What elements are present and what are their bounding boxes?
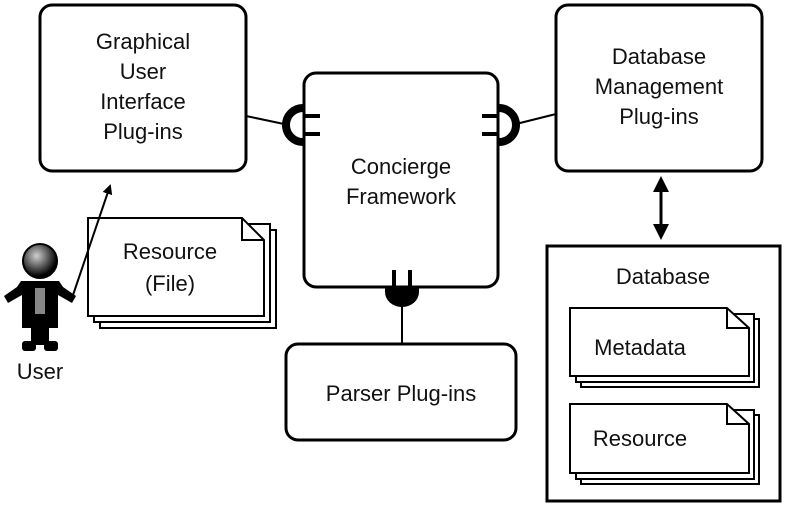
dbm-label-line-3: Plug-ins	[619, 104, 698, 129]
gui-label-line-2: User	[120, 59, 166, 84]
left-socket-icon	[282, 104, 320, 146]
gui-connector-line	[245, 115, 285, 125]
dbm-label-line-2: Management	[595, 74, 723, 99]
gui-label-line-4: Plug-ins	[103, 119, 182, 144]
resource-document-stack: Resource	[569, 403, 760, 485]
gui-label-line-1: Graphical	[96, 29, 190, 54]
metadata-document-stack: Metadata	[569, 307, 760, 388]
right-socket-icon	[482, 104, 520, 146]
metadata-label: Metadata	[594, 335, 686, 360]
user-to-gui-arrow	[71, 184, 113, 299]
parser-plugins-box: Parser Plug-ins	[284, 342, 518, 442]
gui-plugins-box: Graphical User Interface Plug-ins	[38, 3, 248, 173]
framework-label-line-2: Framework	[346, 184, 457, 209]
dbm-label-line-1: Database	[612, 44, 706, 69]
gui-label-line-3: Interface	[100, 89, 186, 114]
resource-file-label-line-1: Resource	[123, 239, 217, 264]
dbm-database-arrow	[653, 176, 669, 240]
dbm-connector-line	[515, 113, 557, 125]
parser-label: Parser Plug-ins	[326, 381, 476, 406]
resource-file-label-line-2: (File)	[145, 271, 195, 296]
resource-label: Resource	[593, 426, 687, 451]
user-icon	[4, 243, 76, 351]
dbm-plugins-box: Database Management Plug-ins	[554, 3, 764, 173]
database-label: Database	[616, 264, 710, 289]
user-label: User	[17, 359, 63, 384]
framework-box: Concierge Framework	[302, 71, 500, 289]
framework-label-line-1: Concierge	[351, 154, 451, 179]
bottom-plug-icon	[385, 270, 419, 307]
resource-file-document-stack: Resource (File)	[87, 217, 277, 329]
